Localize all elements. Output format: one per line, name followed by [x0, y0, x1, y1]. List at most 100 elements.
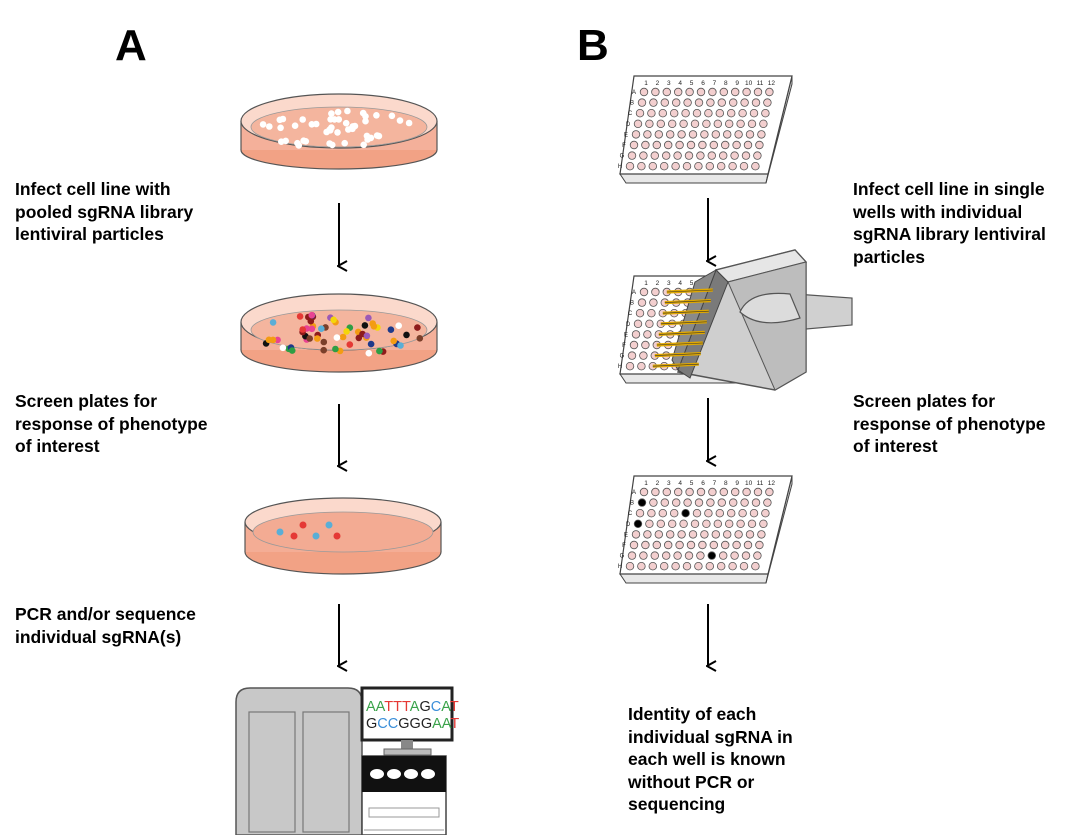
- plate-well: [684, 551, 694, 560]
- plate-well: [666, 530, 675, 539]
- cell: [259, 121, 267, 128]
- pipette-tip-outline: [660, 321, 707, 325]
- plate-well: [739, 161, 749, 171]
- multichannel-pipette: [652, 249, 853, 391]
- plate-well: [681, 509, 690, 518]
- plate-well: [692, 509, 702, 518]
- plate-well: [765, 87, 774, 97]
- cell: [331, 116, 338, 123]
- plate-well: [637, 98, 647, 107]
- plate-well: [637, 298, 647, 307]
- plate-well: [645, 519, 654, 528]
- sequence-line-2: GCCGGGAAT: [366, 716, 459, 732]
- plate-well: [713, 119, 722, 128]
- plate-well: [751, 498, 761, 507]
- plate-well: [677, 130, 686, 139]
- plate-well: [751, 562, 760, 571]
- sequence-base: T: [450, 699, 459, 715]
- plate-row-label: D: [626, 322, 631, 328]
- plate-row-label: E: [624, 332, 628, 338]
- plate-row-label: F: [622, 543, 626, 549]
- plate-well: [715, 509, 724, 518]
- plate-column-label: 10: [745, 80, 753, 87]
- plate-well: [675, 140, 684, 150]
- plate-column-label: 1: [644, 480, 648, 487]
- plate-well: [741, 551, 751, 560]
- plate-column-label: 2: [656, 480, 660, 487]
- cell: [300, 137, 307, 144]
- cell: [349, 125, 356, 133]
- plate-well: [694, 98, 704, 107]
- plate-well: [717, 98, 726, 107]
- cell: [308, 325, 316, 333]
- sequence-base: G: [419, 699, 430, 715]
- plate-well: [745, 130, 755, 139]
- plate-well: [664, 140, 673, 150]
- plate-well: [698, 140, 707, 150]
- sequence-base: T: [450, 716, 459, 732]
- plate-well: [625, 161, 635, 171]
- plate-well: [639, 151, 648, 160]
- plate-column-label: 3: [667, 480, 671, 487]
- plate-column-label: 11: [757, 480, 764, 487]
- sequence-base: G: [410, 716, 421, 732]
- sequence-base: A: [376, 699, 386, 715]
- plate-well: [658, 509, 667, 518]
- dish-3: [244, 497, 442, 575]
- cell: [365, 314, 372, 322]
- cell: [343, 328, 350, 335]
- cell: [269, 319, 277, 326]
- plate-row-label: G: [620, 354, 625, 360]
- plate-well: [734, 130, 743, 139]
- cell: [333, 334, 341, 341]
- plate-column-label: 10: [745, 480, 753, 487]
- cell: [294, 139, 301, 147]
- cell: [334, 129, 341, 136]
- plate-well: [662, 487, 671, 497]
- plate-well: [725, 519, 734, 528]
- plate-well: [625, 562, 635, 571]
- plate-well: [670, 509, 679, 518]
- cell: [387, 326, 395, 334]
- plate-well: [673, 151, 682, 160]
- plate-well: [709, 540, 718, 550]
- plate-well: [637, 362, 646, 371]
- plate-row-label: H: [618, 364, 622, 370]
- plate-row-label: A: [632, 290, 636, 296]
- plate-well: [730, 151, 739, 160]
- dish-1: [240, 93, 438, 170]
- pipette-tip-outline: [664, 300, 711, 303]
- plate-column-label: 8: [724, 480, 728, 487]
- cell: [360, 141, 368, 149]
- plate-row-label: H: [618, 164, 622, 170]
- plate-well: [740, 98, 749, 107]
- plate-row-label: B: [630, 101, 634, 107]
- plate-well: [740, 498, 749, 507]
- plate-well: [681, 108, 690, 118]
- plate-well: [629, 140, 639, 150]
- plate-column-label: 12: [768, 480, 776, 487]
- plate-well: [625, 362, 635, 371]
- sequence-base: C: [388, 716, 398, 732]
- cell: [308, 121, 316, 128]
- plate-well: [698, 540, 707, 550]
- plate-well: [633, 319, 643, 328]
- plate-well: [658, 108, 667, 118]
- plate-well: [694, 562, 703, 571]
- plate-well: [674, 87, 683, 97]
- plate-well: [713, 519, 722, 528]
- pipette-tip-outline: [662, 310, 709, 314]
- plate-well: [641, 340, 650, 350]
- plate-well: [717, 562, 726, 571]
- plate-well: [696, 87, 706, 97]
- plate-column-label: 2: [656, 280, 660, 287]
- plate-column-label: 3: [667, 280, 671, 287]
- plate-well: [694, 161, 703, 171]
- plate-well: [637, 562, 646, 571]
- plate-well: [757, 130, 766, 139]
- panel-b-step-3-text: Identity of each individual sgRNA in eac…: [628, 704, 793, 814]
- plate-well: [651, 287, 660, 297]
- plate-well: [688, 530, 698, 539]
- plate-column-label: 2: [656, 80, 660, 87]
